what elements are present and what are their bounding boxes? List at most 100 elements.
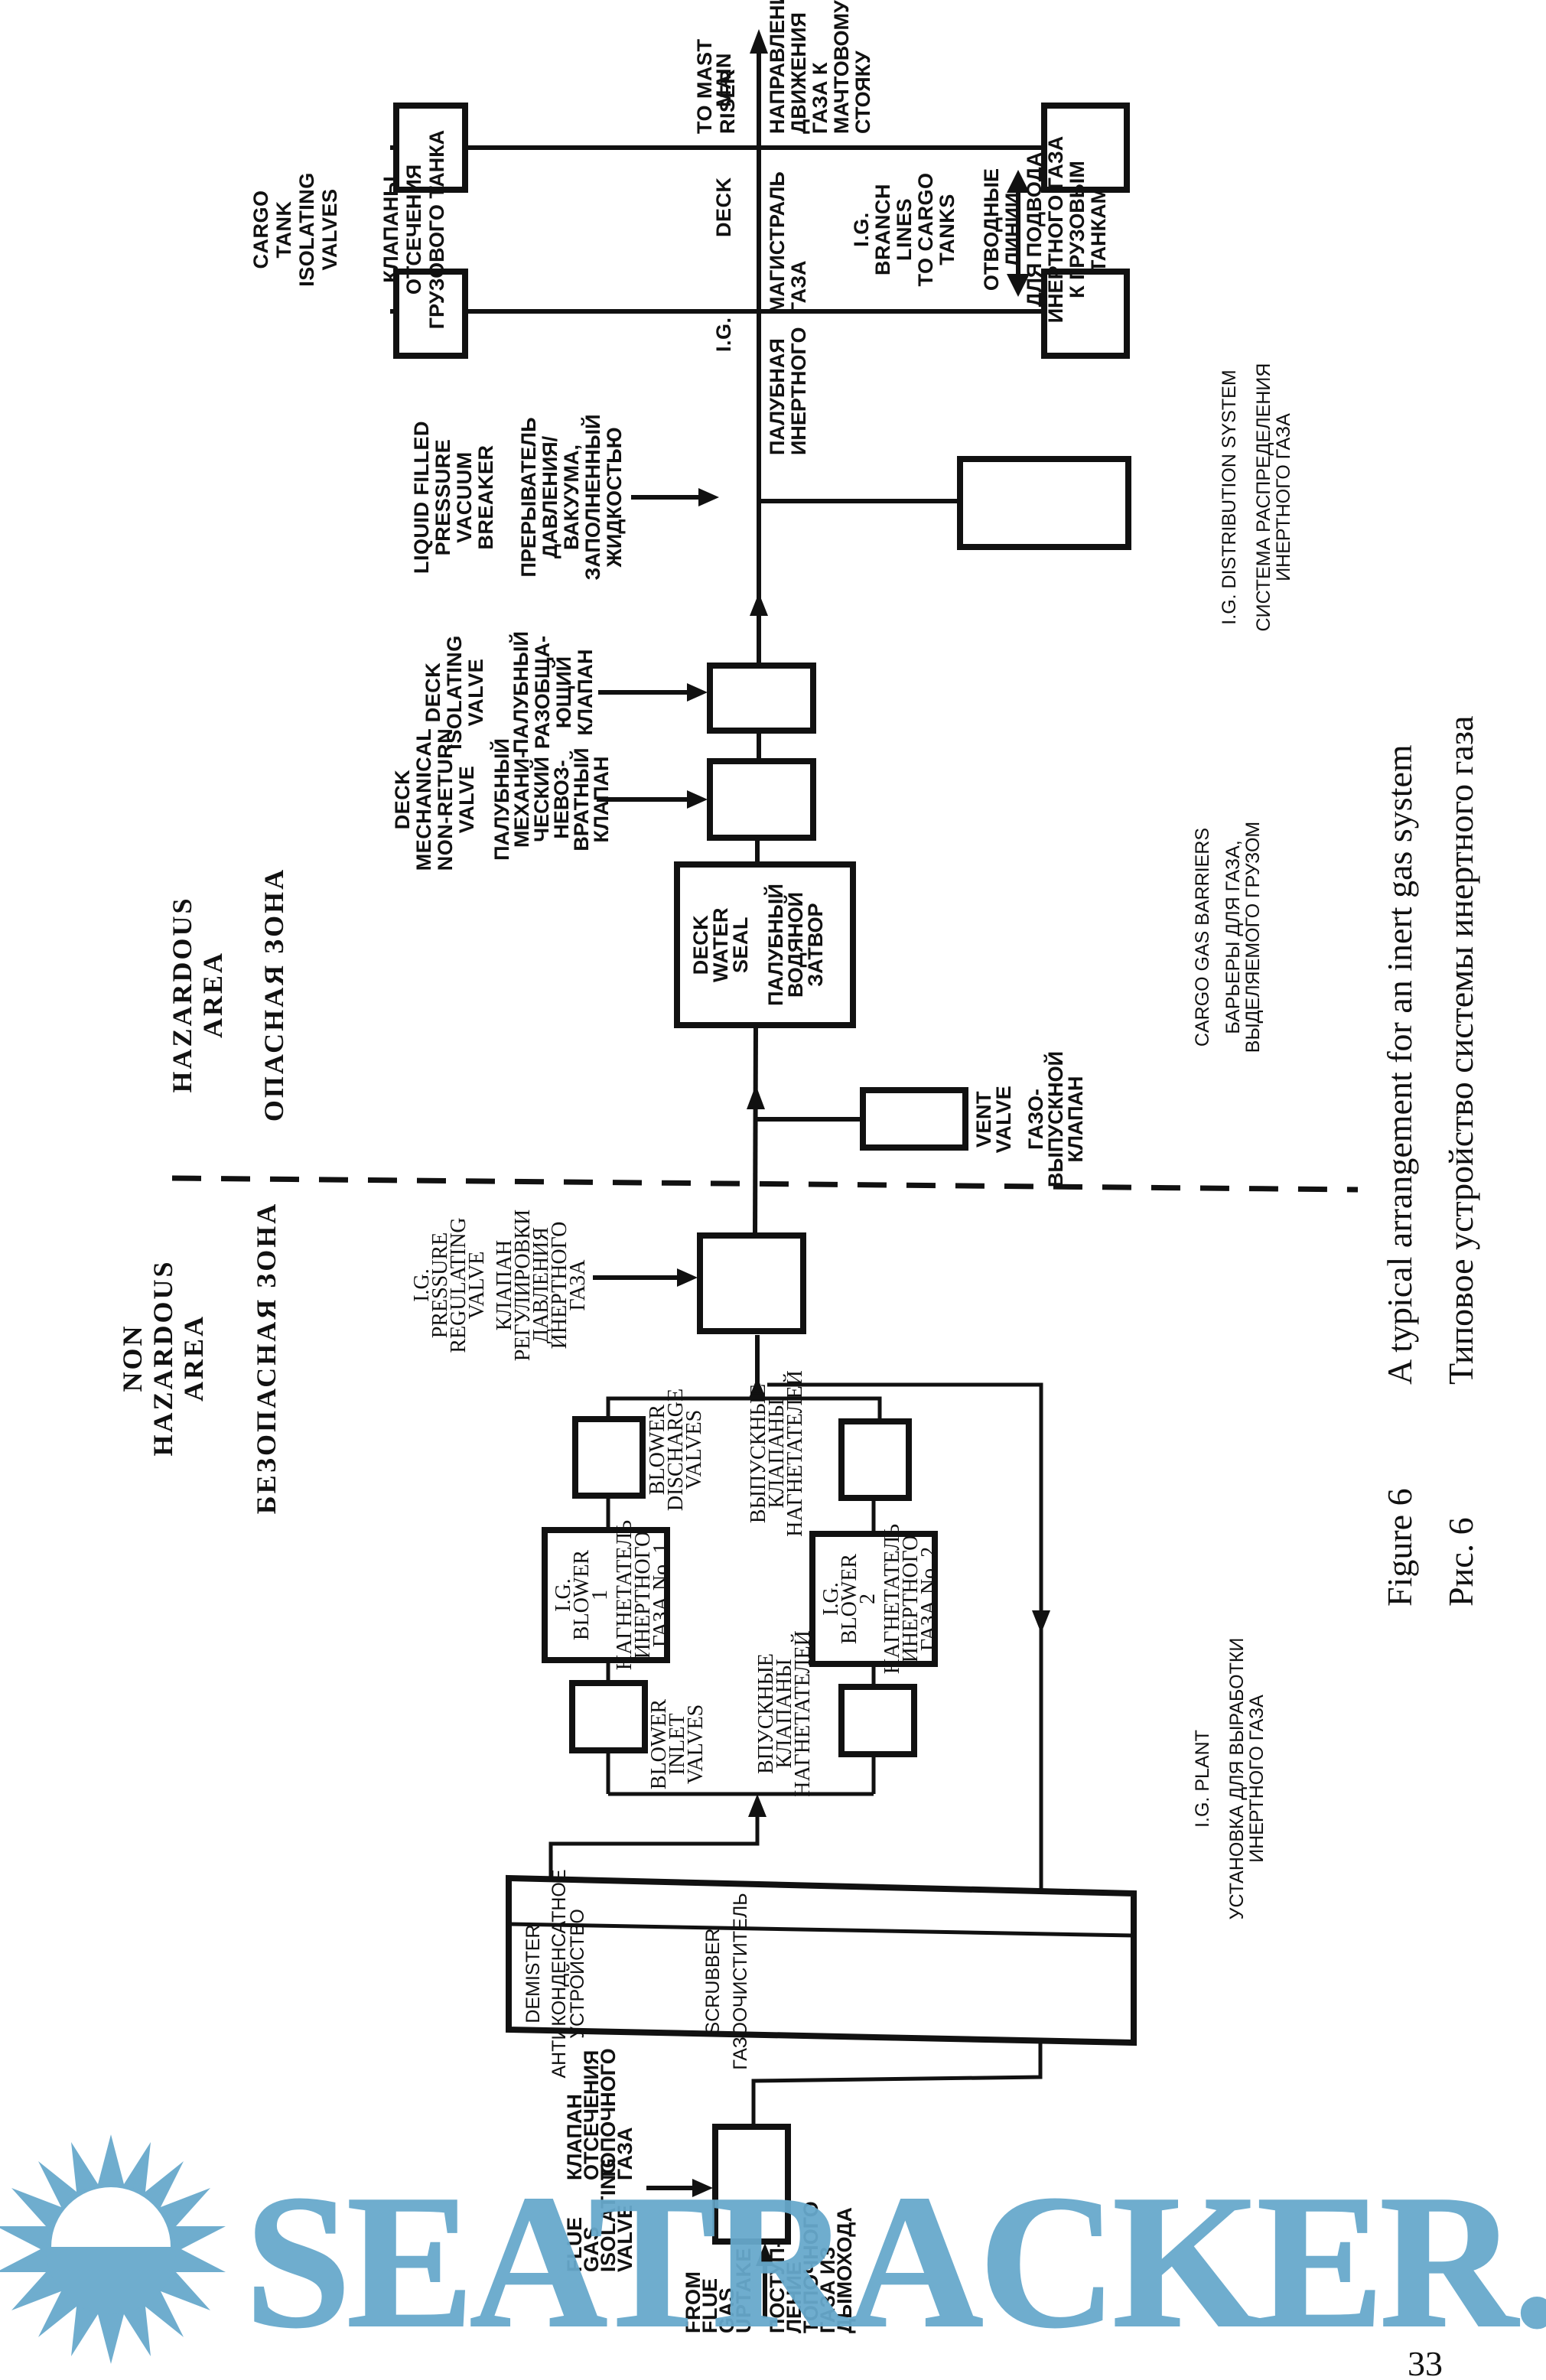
discharge-arrow-icon xyxy=(748,1377,766,1400)
label-non-hazardous-area: NONHAZARDOUSAREA БЕЗОПАСНАЯ ЗОНА xyxy=(117,1202,282,1514)
svg-text:ПАЛУБНАЯ: ПАЛУБНАЯ xyxy=(766,338,789,455)
bypass-down-arrow-icon xyxy=(1032,1610,1050,1633)
page-number: 33 xyxy=(1408,2344,1443,2380)
svg-text:MAIN: MAIN xyxy=(712,53,735,107)
svg-text:АНТИКОНДЕНСАТНОЕУСТРОЙСТВО: АНТИКОНДЕНСАТНОЕУСТРОЙСТВО xyxy=(548,1869,588,2078)
svg-text:ГАЗООЧИСТИТЕЛЬ: ГАЗООЧИСТИТЕЛЬ xyxy=(730,1893,751,2069)
label-to-mast-riser: TO MASTRISER xyxy=(693,38,739,134)
figure-number-ru: Рис. 6 xyxy=(1441,1517,1480,1607)
cargo-tank-valve-left-upper xyxy=(393,103,468,193)
svg-text:BLOWERINLETVALVES: BLOWERINLETVALVES xyxy=(647,1699,708,1790)
svg-text:ПАЛУБНЫЙРАЗОБЩА-ЮЩИЙКЛАПАН: ПАЛУБНЫЙРАЗОБЩА-ЮЩИЙКЛАПАН xyxy=(509,631,597,754)
label-hazardous-area: HAZARDOUSAREA ОПАСНАЯ ЗОНА xyxy=(167,868,289,1122)
svg-text:ИНЕРТНОГО: ИНЕРТНОГО xyxy=(787,327,810,455)
scrubber-box xyxy=(506,1874,1137,2046)
svg-text:КЛАПАНЫОТСЕЧЕНИЯГРУЗОВОГО ТАНК: КЛАПАНЫОТСЕЧЕНИЯГРУЗОВОГО ТАНКА xyxy=(379,130,448,329)
label-blower-inlet-valves-ru: ВПУСКНЫЕКЛАПАНЫНАГНЕТАТЕЛЕЙ xyxy=(754,1630,815,1797)
regulating-pointer-arrow-icon xyxy=(677,1268,698,1287)
blower-discharge-header xyxy=(606,1396,882,1421)
svg-text:DECKMECHANICALNON-RETURNVALVE: DECKMECHANICALNON-RETURNVALVE xyxy=(391,728,478,871)
figure-caption-en: A typical arrangement for an inert gas s… xyxy=(1380,744,1419,1385)
svg-text:I.G.BLOWER1: I.G.BLOWER1 xyxy=(552,1550,612,1641)
svg-text:НАПРАВЛЕНИЕДВИЖЕНИЯГАЗА КМАЧТО: НАПРАВЛЕНИЕДВИЖЕНИЯГАЗА КМАЧТОВОМУСТОЯКУ xyxy=(766,0,874,134)
svg-text:НАГНЕТАТЕЛЬИНЕРТНОГОГАЗА No. 2: НАГНЕТАТЕЛЬИНЕРТНОГОГАЗА No. 2 xyxy=(880,1524,941,1674)
svg-text:СИСТЕМА РАСПРЕДЕЛЕНИЯИНЕРТНОГО: СИСТЕМА РАСПРЕДЕЛЕНИЯИНЕРТНОГО ГАЗА xyxy=(1253,363,1294,632)
flue-gas-isolating-valve-box xyxy=(712,2124,791,2245)
svg-text:ГАЗО-ВЫПУСКНОЙКЛАПАН: ГАЗО-ВЫПУСКНОЙКЛАПАН xyxy=(1024,1051,1087,1187)
scrubber-outlet-arrow-icon xyxy=(748,1794,766,1817)
figure-caption-ru: Типовое устройство системы инертного газ… xyxy=(1441,715,1480,1385)
deck-isolating-valve-box xyxy=(707,663,816,734)
blower-2-discharge-valve xyxy=(838,1418,912,1501)
pv-breaker-pointer-arrow-icon xyxy=(698,488,719,506)
svg-text:FROMFLUEGASUPTAKE: FROMFLUEGASUPTAKE xyxy=(682,2248,755,2333)
svg-text:BLOWERDISCHARGEVALVES: BLOWERDISCHARGEVALVES xyxy=(646,1389,706,1511)
svg-text:ВЫПУСКНЫЕКЛАПАНЫНАГНЕТАТЕЛЕЙ: ВЫПУСКНЫЕКЛАПАНЫНАГНЕТАТЕЛЕЙ xyxy=(747,1370,807,1537)
label-flue-gas-isolating-valve: FLUEGASISOLATINGVALVE КЛАПАНОТСЕЧЕНИЯТОП… xyxy=(563,2048,636,2272)
watermark: SEATRACKER.RU xyxy=(0,2134,1546,2369)
label-pv-breaker: LIQUID FILLEDPRESSUREVACUUMBREAKER ПРЕРЫ… xyxy=(410,414,626,580)
svg-text:I.G.: I.G. xyxy=(712,317,735,352)
pv-breaker-box xyxy=(957,456,1131,550)
blower-2-inlet-valve xyxy=(838,1684,917,1757)
deck-main-arrow-icon xyxy=(750,593,768,616)
non-return-pointer-arrow-icon xyxy=(687,790,708,809)
svg-text:DECK: DECK xyxy=(712,177,735,237)
cargo-tank-valve-right-upper xyxy=(1041,103,1130,193)
svg-text:ГАЗА: ГАЗА xyxy=(787,260,810,314)
svg-text:NONHAZARDOUSAREA: NONHAZARDOUSAREA xyxy=(117,1259,209,1456)
svg-text:БАРЬЕРЫ ДЛЯ ГАЗА,ВЫДЕЛЯЕМОГО Г: БАРЬЕРЫ ДЛЯ ГАЗА,ВЫДЕЛЯЕМОГО ГРУЗОМ xyxy=(1222,822,1264,1053)
svg-text:TO MASTRISER: TO MASTRISER xyxy=(693,38,739,134)
svg-text:ПОСТУП-ЛЕНИЕТОПОЧНОГОГАЗА ИЗДЫ: ПОСТУП-ЛЕНИЕТОПОЧНОГОГАЗА ИЗДЫМОХОДА xyxy=(766,2201,856,2333)
svg-text:ПАЛУБНЫЙМЕХАНИ-ЧЕСКИЙНЕВОЗ-ВРА: ПАЛУБНЫЙМЕХАНИ-ЧЕСКИЙНЕВОЗ-ВРАТНЫЙКЛАПАН xyxy=(490,738,613,861)
ig-blower-1-box xyxy=(542,1527,670,1663)
isolating-pointer-arrow-icon xyxy=(687,683,708,702)
svg-text:I.G.PRESSUREREGULATINGVALVE: I.G.PRESSUREREGULATINGVALVE xyxy=(410,1217,489,1353)
label-blower-discharge-valves-ru: ВЫПУСКНЫЕКЛАПАНЫНАГНЕТАТЕЛЕЙ xyxy=(747,1370,807,1537)
label-ig-distribution: I.G. DISTRIBUTION SYSTEM СИСТЕМА РАСПРЕД… xyxy=(1219,363,1294,632)
label-to-mast-riser-ru: НАПРАВЛЕНИЕДВИЖЕНИЯГАЗА КМАЧТОВОМУСТОЯКУ xyxy=(766,0,874,134)
vent-valve-box xyxy=(860,1087,968,1151)
figure-number-en: Figure 6 xyxy=(1380,1488,1419,1607)
svg-text:ПАЛУБНЫЙВОДЯНОЙЗАТВОР: ПАЛУБНЫЙВОДЯНОЙЗАТВОР xyxy=(763,884,827,1006)
labels: CARGOTANKISOLATINGVALVES КЛАПАНЫОТСЕЧЕНИ… xyxy=(117,0,1480,2333)
label-blower-inlet-valves: BLOWERINLETVALVES xyxy=(647,1699,708,1790)
label-flue-gas-uptake: FROMFLUEGASUPTAKE ПОСТУП-ЛЕНИЕТОПОЧНОГОГ… xyxy=(682,2201,856,2333)
zone-divider-dashed-line xyxy=(171,1175,1359,1193)
watermark-text: SEATRACKER.RU xyxy=(245,2156,1546,2368)
label-deck-main-en: I.G. DECK MAIN xyxy=(712,53,735,352)
flue-to-scrubber-pipe xyxy=(751,2041,1043,2127)
figure-caption: Figure 6 Рис. 6 A typical arrangement fo… xyxy=(1380,715,1480,1607)
to-mast-riser-arrow-icon xyxy=(750,29,768,54)
main-flow-arrow-icon xyxy=(747,1085,765,1109)
svg-text:КЛАПАНОТСЕЧЕНИЯТОПОЧНОГОГАЗА: КЛАПАНОТСЕЧЕНИЯТОПОЧНОГОГАЗА xyxy=(563,2048,636,2180)
svg-text:CARGOTANKISOLATINGVALVES: CARGOTANKISOLATINGVALVES xyxy=(249,172,341,287)
label-ig-blower-1: I.G.BLOWER1 НАГНЕТАТЕЛЬИНЕРТНОГОГАЗА No.… xyxy=(552,1520,673,1670)
svg-text:НАГНЕТАТЕЛЬИНЕРТНОГОГАЗА No. 1: НАГНЕТАТЕЛЬИНЕРТНОГОГАЗА No. 1 xyxy=(613,1520,673,1670)
double-arrow-down-icon xyxy=(1007,274,1030,297)
label-vent-valve: VENTVALVE ГАЗО-ВЫПУСКНОЙКЛАПАН xyxy=(972,1051,1087,1187)
svg-text:HAZARDOUSAREA: HAZARDOUSAREA xyxy=(167,896,228,1092)
ig-pressure-regulating-valve-box xyxy=(697,1232,806,1334)
label-cargo-tank-valves: CARGOTANKISOLATINGVALVES КЛАПАНЫОТСЕЧЕНИ… xyxy=(249,130,448,329)
svg-text:LIQUID FILLEDPRESSUREVACUUMBRE: LIQUID FILLEDPRESSUREVACUUMBREAKER xyxy=(410,421,497,574)
label-blower-discharge-valves: BLOWERDISCHARGEVALVES xyxy=(646,1389,706,1511)
cargo-tank-valve-right-lower xyxy=(1041,269,1130,359)
deck-water-seal-box xyxy=(674,861,856,1028)
label-deck-water-seal: DECKWATERSEAL ПАЛУБНЫЙВОДЯНОЙЗАТВОР xyxy=(689,884,827,1006)
scrubber-outlet-pipe xyxy=(548,1813,760,1878)
svg-text:БЕЗОПАСНАЯ ЗОНА: БЕЗОПАСНАЯ ЗОНА xyxy=(251,1202,282,1514)
svg-text:КЛАПАНРЕГУЛИРОВКИДАВЛЕНИЯИНЕРТ: КЛАПАНРЕГУЛИРОВКИДАВЛЕНИЯИНЕРТНОГОГАЗА xyxy=(493,1210,590,1361)
svg-text:ОПАСНАЯ ЗОНА: ОПАСНАЯ ЗОНА xyxy=(259,868,289,1122)
svg-text:I.G.BLOWER2: I.G.BLOWER2 xyxy=(819,1554,880,1645)
double-arrow-up-icon xyxy=(1007,170,1030,193)
label-deck-non-return-valve: DECKMECHANICALNON-RETURNVALVE ПАЛУБНЫЙМЕ… xyxy=(391,728,613,871)
label-ig-blower-2: I.G.BLOWER2 НАГНЕТАТЕЛЬИНЕРТНОГОГАЗА No.… xyxy=(819,1524,941,1674)
label-pressure-regulating-valve: I.G.PRESSUREREGULATINGVALVE КЛАПАНРЕГУЛИ… xyxy=(410,1210,590,1361)
svg-text:DECKWATERSEAL: DECKWATERSEAL xyxy=(689,907,752,982)
blower-1-discharge-valve xyxy=(572,1416,646,1499)
svg-text:МАГИСТРАЛЬ: МАГИСТРАЛЬ xyxy=(766,171,789,314)
label-ig-plant: I.G. PLANT УСТАНОВКА ДЛЯ ВЫРАБОТКИИНЕРТН… xyxy=(1192,1638,1268,1920)
label-branch-lines: I.G.BRANCHLINESTO CARGOTANKS ОТВОДНЫЕЛИН… xyxy=(850,136,1110,324)
